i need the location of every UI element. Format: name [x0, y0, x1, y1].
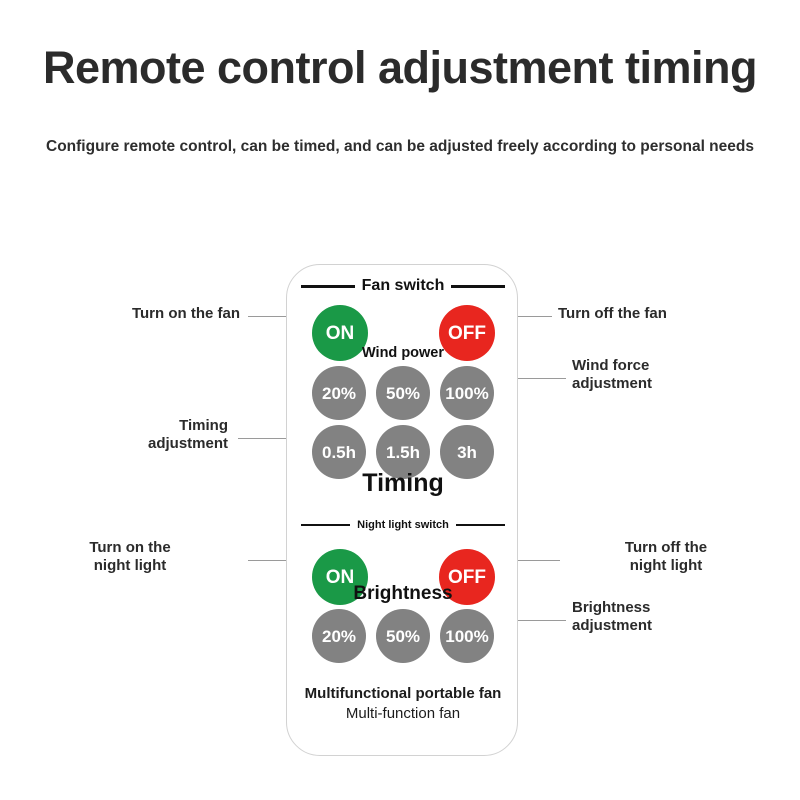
- callout-brightness-adjustment-line2: adjustment: [572, 617, 653, 634]
- fan-switch-label: Fan switch: [361, 277, 445, 294]
- callout-turn-on-night-light-line2: night light: [93, 557, 167, 574]
- page-subtitle: Configure remote control, can be timed, …: [46, 138, 754, 155]
- remote-footer-line1: Multifunctional portable fan: [304, 685, 502, 702]
- brightness-20-button[interactable]: 20%: [312, 609, 366, 663]
- callout-turn-on-fan: Turn on the fan: [20, 305, 240, 323]
- fan-on-button[interactable]: ON: [312, 305, 368, 361]
- callout-wind-force-adjustment: Wind force adjustment: [572, 357, 772, 393]
- callout-timing-adjustment-line2: adjustment: [147, 435, 228, 452]
- timer-15h-button[interactable]: 1.5h: [376, 425, 430, 479]
- night-light-switch-label: Night light switch: [357, 519, 449, 531]
- leader-line-turn-on-night-light: [248, 560, 320, 562]
- remote-footer: Multifunctional portable fan Multi-funct…: [287, 685, 519, 722]
- brightness-100-button[interactable]: 100%: [440, 609, 494, 663]
- callout-turn-off-night-light: Turn off the night light: [566, 539, 766, 575]
- wind-power-label: Wind power: [361, 345, 445, 361]
- callout-turn-off-fan-text: Turn off the fan: [558, 305, 667, 322]
- callout-brightness-adjustment: Brightness adjustment: [572, 599, 772, 635]
- leader-line-turn-off-night-light: [480, 560, 560, 562]
- rule-left-night: [301, 523, 351, 527]
- rule-right-night: [455, 523, 506, 527]
- night-light-on-button[interactable]: ON: [312, 549, 368, 605]
- leader-line-wind-force: [486, 378, 566, 380]
- callout-turn-off-night-light-line2: night light: [629, 557, 703, 574]
- callout-turn-on-night-light-line1: Turn on the: [89, 539, 171, 556]
- night-light-off-button[interactable]: OFF: [439, 549, 495, 605]
- timer-3h-button[interactable]: 3h: [440, 425, 494, 479]
- callout-brightness-adjustment-line1: Brightness: [572, 599, 651, 616]
- rule-left-fan: [301, 284, 355, 288]
- leader-line-turn-on-fan: [248, 316, 320, 318]
- section-header-fan-switch: Fan switch: [287, 277, 519, 295]
- callout-wind-force-line1: Wind force: [572, 357, 650, 374]
- callout-timing-adjustment-line1: Timing: [179, 417, 228, 434]
- rule-right-fan: [451, 284, 505, 288]
- callout-wind-force-line2: adjustment: [572, 375, 653, 392]
- callout-turn-on-night-light: Turn on the night light: [20, 539, 240, 575]
- timing-label: Timing: [362, 469, 444, 497]
- remote-footer-line2: Multi-function fan: [345, 705, 461, 722]
- timer-05h-button[interactable]: 0.5h: [312, 425, 366, 479]
- wind-50-button[interactable]: 50%: [376, 366, 430, 420]
- section-header-night-light-switch: Night light switch: [287, 519, 519, 531]
- page-title: Remote control adjustment timing: [42, 42, 758, 93]
- callout-turn-off-fan: Turn off the fan: [558, 305, 778, 323]
- fan-off-button[interactable]: OFF: [439, 305, 495, 361]
- remote-control-body: Fan switch ON OFF Wind power 20% 50% 100…: [286, 264, 518, 756]
- wind-20-button[interactable]: 20%: [312, 366, 366, 420]
- callout-turn-off-night-light-line1: Turn off the: [624, 539, 708, 556]
- leader-line-timing-adjustment: [238, 438, 324, 440]
- callout-turn-on-fan-text: Turn on the fan: [131, 305, 240, 322]
- brightness-50-button[interactable]: 50%: [376, 609, 430, 663]
- brightness-label: Brightness: [353, 583, 453, 604]
- leader-line-brightness: [486, 620, 566, 622]
- callout-timing-adjustment: Timing adjustment: [20, 417, 228, 453]
- wind-100-button[interactable]: 100%: [440, 366, 494, 420]
